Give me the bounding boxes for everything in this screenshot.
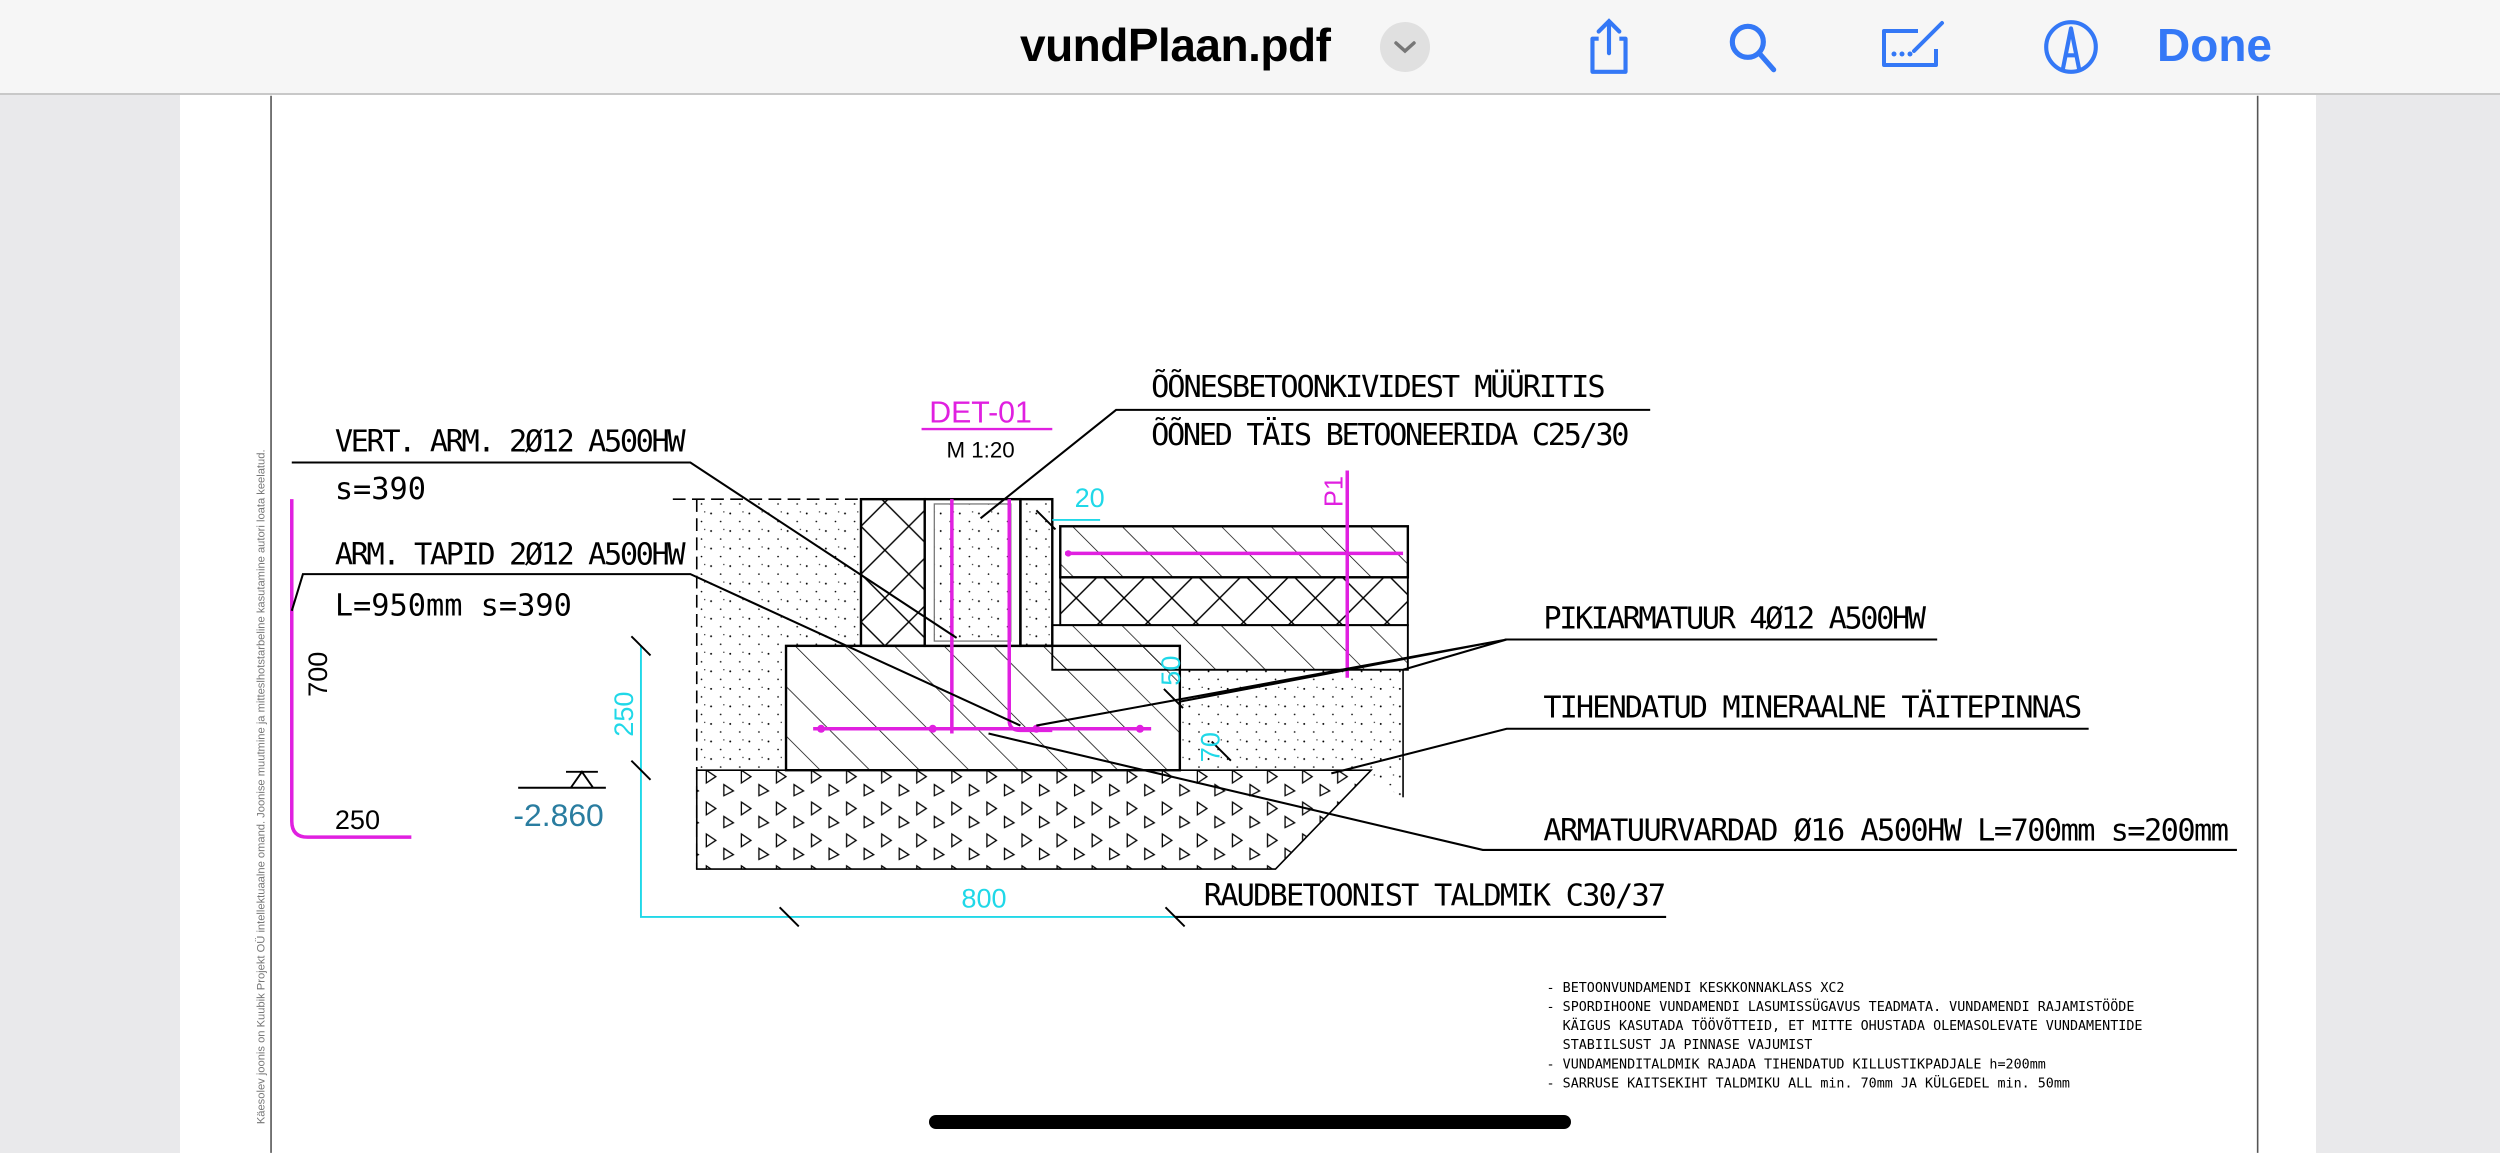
level-marker-icon bbox=[518, 770, 606, 789]
label-pikiarmatuur: PIKIARMATUUR 4Ø12 A500HW bbox=[1543, 601, 1926, 636]
detail-title: DET-01 bbox=[929, 397, 1032, 430]
document-title[interactable]: vundPlaan.pdf bbox=[1020, 19, 1331, 71]
note-line: - BETOONVUNDAMENDI KESKKONNAKLASS XC2 bbox=[1547, 981, 1845, 996]
label-taitepinnas: TIHENDATUD MINERAALNE TÄITEPINNAS bbox=[1543, 690, 2082, 726]
wall-block-inner bbox=[1019, 497, 1054, 648]
label-arm-tapid-length: L=950mm s=390 bbox=[335, 589, 572, 624]
general-notes: - BETOONVUNDAMENDI KESKKONNAKLASS XC2 - … bbox=[1547, 981, 2143, 1092]
bar-length-250: 250 bbox=[335, 804, 380, 835]
detail-scale: M 1:20 bbox=[946, 438, 1014, 463]
label-p1: P1 bbox=[1320, 476, 1348, 507]
level-marker-value: -2.860 bbox=[513, 797, 603, 833]
dim-250: 250 bbox=[608, 692, 639, 737]
label-vert-arm-spacing: s=390 bbox=[335, 472, 426, 507]
note-line: - SARRUSE KAITSEKIHT TALDMIKU ALL min. 7… bbox=[1547, 1074, 2070, 1092]
note-line: - SPORDIHOONE VUNDAMENDI LASUMISSÜGAVUS … bbox=[1547, 997, 2135, 1015]
pdf-toolbar: vundPlaan.pdf Done bbox=[0, 0, 2500, 95]
dim-50: 50 bbox=[1155, 656, 1186, 686]
dim-800: 800 bbox=[961, 882, 1006, 913]
wall-core-fill bbox=[933, 503, 1012, 642]
label-vert-arm: VERT. ARM. 2Ø12 A500HW bbox=[335, 424, 687, 459]
label-taldmik: RAUDBETOONIST TALDMIK C30/37 bbox=[1204, 879, 1666, 914]
bar-length-700: 700 bbox=[302, 652, 333, 697]
search-icon[interactable] bbox=[1722, 16, 1784, 78]
copyright-text: Käesolev joonis on Kuubik Projekt OÜ int… bbox=[255, 449, 268, 1124]
share-icon[interactable] bbox=[1578, 16, 1640, 78]
pen-circle-icon[interactable] bbox=[2040, 16, 2102, 78]
rebar-bend-legend bbox=[290, 499, 412, 839]
done-button[interactable]: Done bbox=[2157, 19, 2272, 71]
leader-lines bbox=[290, 408, 2237, 918]
home-indicator[interactable] bbox=[929, 1115, 1571, 1129]
chevron-down-icon[interactable] bbox=[1380, 22, 1430, 72]
wall-block-outer bbox=[859, 497, 926, 648]
dim-70: 70 bbox=[1195, 732, 1226, 762]
markup-icon[interactable] bbox=[1878, 16, 1950, 78]
note-line: KÄIGUS KASUTADA TÖÖVÕTTEID, ET MITTE OHU… bbox=[1547, 1016, 2143, 1034]
label-armatuurvardad: ARMATUURVARDAD Ø16 A500HW L=700mm s=200m… bbox=[1543, 813, 2229, 848]
dim-20: 20 bbox=[1075, 482, 1105, 513]
dimension-lines bbox=[639, 518, 1176, 918]
label-wall-fill: ÕÕNED TÄIS BETOONEERIDA C25/30 bbox=[1151, 416, 1629, 453]
floor-base bbox=[1051, 624, 1409, 671]
label-wall: ÕÕNESBETOONKIVIDEST MÜÜRITIS bbox=[1151, 368, 1605, 405]
note-line: - VUNDAMENDITALDMIK RAJADA TIHENDATUD KI… bbox=[1547, 1057, 2046, 1072]
gravel-bed bbox=[695, 769, 1374, 870]
note-line: STABIILSUST JA PINNASE VAJUMIST bbox=[1547, 1038, 1813, 1053]
dimension-ticks bbox=[630, 509, 1232, 928]
floor-insulation bbox=[1059, 576, 1409, 627]
backfill-right bbox=[1179, 669, 1404, 798]
label-arm-tapid: ARM. TAPID 2Ø12 A500HW bbox=[335, 538, 687, 573]
backfill-left bbox=[696, 499, 861, 771]
